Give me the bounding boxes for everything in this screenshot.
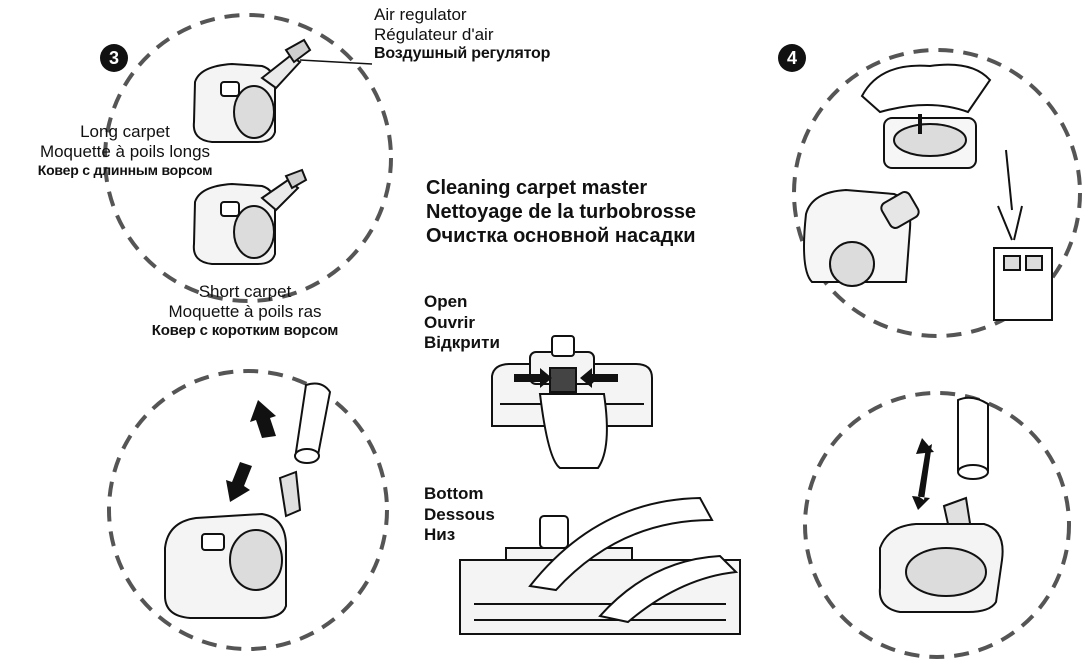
arrow-left-icon <box>580 368 618 388</box>
air-regulator-leader <box>299 59 373 65</box>
open-label: Open Ouvrir Відкрити <box>424 292 500 353</box>
bottom-nozzle-drawing <box>459 496 741 635</box>
arrow-down-icon <box>226 462 252 502</box>
air-regulator-label: Air regulator Régulateur d'air Воздушный… <box>374 5 551 63</box>
bottom-label: Bottom Dessous Низ <box>424 484 495 545</box>
arrow-up-icon <box>250 400 276 438</box>
clean-roller-drawing <box>803 63 1053 321</box>
attach-compact-nozzle-drawing <box>878 396 1004 613</box>
dashed-circle-lower-left <box>107 369 389 651</box>
long-carpet-label: Long carpet Moquette à poils longs Ковер… <box>37 122 213 179</box>
open-nozzle-drawing <box>491 335 653 469</box>
dashed-circle-step-3 <box>103 13 393 303</box>
dashed-circle-lower-right <box>803 391 1071 659</box>
step-3-badge: 3 <box>100 44 128 72</box>
double-arrow-icon <box>912 438 934 510</box>
arrow-right-icon <box>514 368 552 388</box>
attach-nozzle-drawing <box>164 382 332 619</box>
nozzle-middle-drawing <box>192 168 308 265</box>
nozzle-top-drawing <box>192 38 312 143</box>
step-4-badge: 4 <box>778 44 806 72</box>
dashed-circle-step-4 <box>792 48 1082 338</box>
page-heading: Cleaning carpet master Nettoyage de la t… <box>426 177 697 247</box>
short-carpet-label: Short carpet Moquette à poils ras Ковер … <box>151 282 339 340</box>
